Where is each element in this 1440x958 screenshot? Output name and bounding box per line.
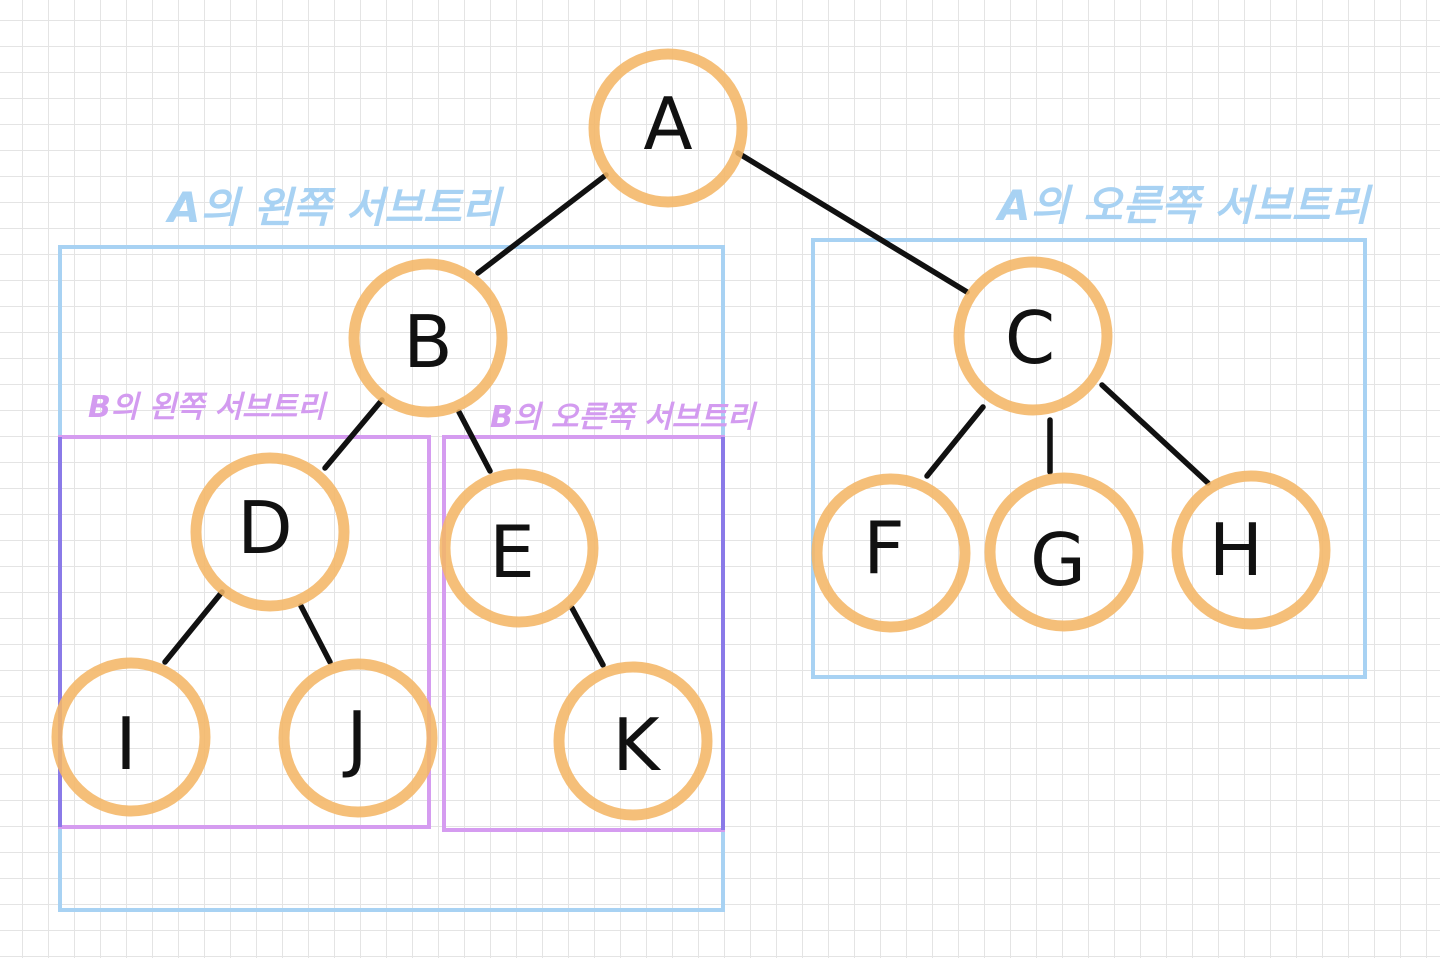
node-e: E (439, 468, 599, 628)
node-c-ring (953, 256, 1113, 416)
node-e-ring (439, 468, 599, 628)
node-c-label: C (1005, 296, 1055, 380)
node-i: I (51, 657, 211, 817)
node-b-label: B (403, 300, 452, 384)
edge-a-c (735, 150, 970, 295)
node-b: B (348, 258, 508, 418)
node-d: D (190, 452, 350, 612)
b-right-subtree-label: B의 오른쪽 서브트리 (490, 400, 758, 435)
b-left-subtree-label: B의 왼쪽 서브트리 (88, 390, 328, 425)
node-h: H (1171, 470, 1331, 630)
node-f-label: F (863, 506, 904, 590)
node-j-label: J (342, 696, 367, 780)
a-right-subtree-box (811, 238, 1367, 679)
node-j-ring (278, 658, 438, 818)
node-g-ring (984, 472, 1144, 632)
node-b-ring (348, 258, 508, 418)
node-d-ring (190, 452, 350, 612)
node-i-label: I (115, 702, 136, 786)
node-g: G (984, 472, 1144, 632)
node-j: J (278, 658, 438, 818)
edge-a-b (475, 172, 609, 276)
edge-c-h (1099, 382, 1211, 486)
edge-d-i (162, 589, 225, 665)
node-k: K (553, 661, 713, 821)
edge-b-d (322, 397, 385, 471)
edge-e-k (569, 605, 606, 668)
edge-c-f (924, 404, 986, 479)
node-i-ring (51, 657, 211, 817)
node-k-ring (553, 661, 713, 821)
edge-d-j (298, 603, 333, 665)
node-e-label: E (489, 510, 535, 594)
edge-b-e (456, 409, 493, 474)
node-f: F (811, 473, 971, 633)
node-g-label: G (1030, 518, 1086, 602)
node-a: A (588, 48, 748, 208)
node-a-label: A (643, 82, 692, 166)
node-c: C (953, 256, 1113, 416)
node-k-label: K (612, 703, 661, 787)
node-a-ring (588, 48, 748, 208)
node-h-ring (1171, 470, 1331, 630)
a-right-subtree-label: A의 오른쪽 서브트리 (995, 181, 1373, 230)
node-h-label: H (1209, 508, 1263, 592)
node-d-label: D (237, 486, 292, 570)
a-left-subtree-label: A의 왼쪽 서브트리 (165, 183, 505, 232)
node-f-ring (811, 473, 971, 633)
